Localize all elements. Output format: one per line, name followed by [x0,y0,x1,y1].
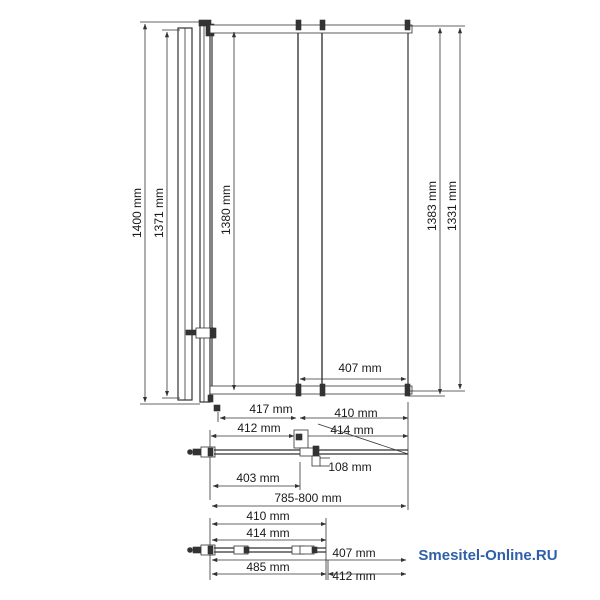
dim-total-width: 785-800 mm [274,491,341,505]
top-rail [209,24,413,34]
top-wall-bracket [198,19,212,27]
dim-left-width-417: 417 mm [249,402,292,416]
dim-width-403: 403 mm [236,471,279,485]
panel-right [321,27,409,393]
front-view [177,19,413,412]
wall-profile [199,21,211,403]
dim-right-height-1: 1383 mm [425,181,439,231]
top-view-plan [187,402,409,510]
vertical-dimensions [140,21,465,405]
bottom-view-bar [187,544,326,556]
dim-right-width-410: 410 mm [334,406,377,420]
dim-b-width-414: 414 mm [246,526,289,540]
bottom-rail [209,385,413,395]
dim-b-width-485: 485 mm [246,560,289,574]
dim-frame-height: 1371 mm [152,188,166,238]
top-view-bar [187,423,409,467]
dim-407-line [297,374,407,386]
dim-left-width-412: 412 mm [237,421,280,435]
dim-right-width-414: 414 mm [330,423,373,437]
panel-middle [297,27,323,393]
dim-panel-height: 1380 mm [219,185,233,235]
hinge-icon [185,327,217,339]
dim-b-width-407: 407 mm [332,546,375,560]
dim-b-width-412: 412 mm [332,569,375,583]
dim-right-height-2: 1331 mm [445,181,459,231]
dim-depth-108: 108 mm [328,460,371,474]
bottom-plan-view [187,518,407,580]
dim-top-right-width: 407 mm [338,361,381,375]
brand-label: Smesitel-Online.RU [418,547,557,564]
dim-b-width-410: 410 mm [246,509,289,523]
dim-front-height: 1400 mm [130,188,144,238]
